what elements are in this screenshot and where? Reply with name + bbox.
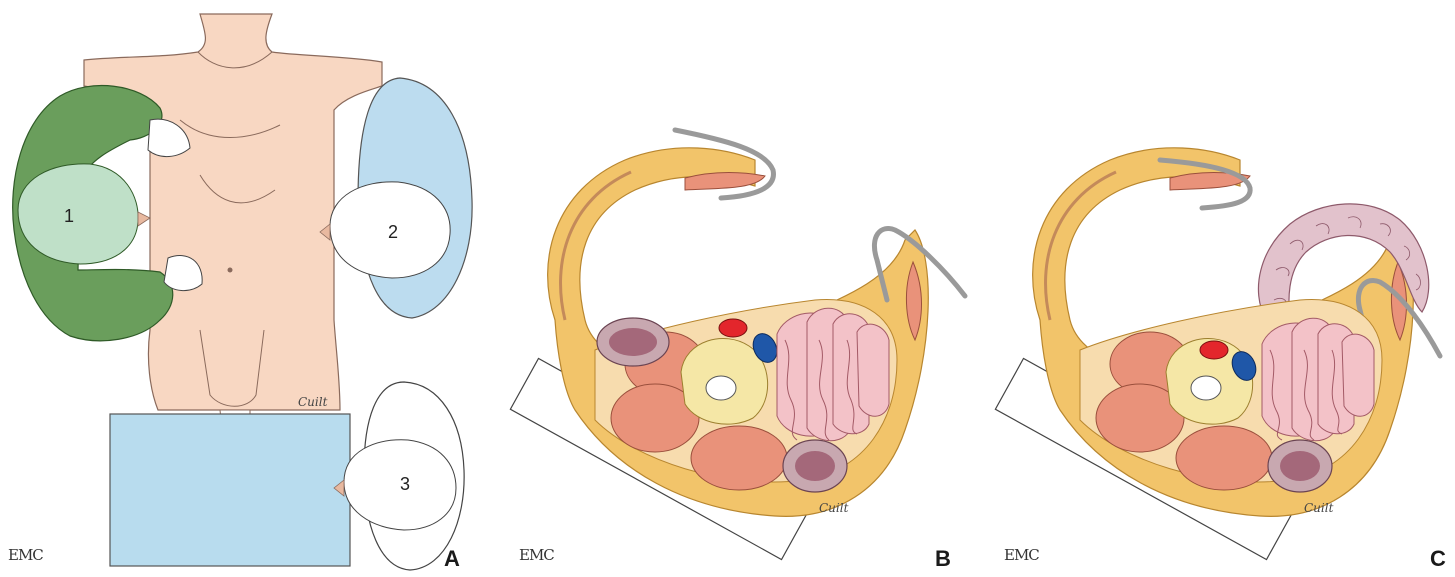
emc-logo: EMC <box>1004 546 1039 564</box>
artist-signature: Cuilt <box>298 395 328 409</box>
operating-table <box>110 414 350 566</box>
aorta <box>719 319 747 337</box>
panel-c-cross-section: Cuilt EMC C <box>970 0 1455 577</box>
paraspinal-muscle-right <box>1176 426 1272 490</box>
artist-signature: Cuilt <box>819 501 849 515</box>
position-label-3: 3 <box>400 474 410 494</box>
emc-logo: EMC <box>8 546 43 564</box>
panel-letter-a: A <box>444 546 460 571</box>
panel-a-illustration: 1 2 3 Cuilt EMC A <box>0 0 485 577</box>
panel-a-patient-positioning: 1 2 3 Cuilt EMC A <box>0 0 485 577</box>
artist-signature: Cuilt <box>1304 501 1334 515</box>
aorta <box>1200 341 1228 359</box>
emc-logo: EMC <box>519 546 554 564</box>
panel-letter-b: B <box>935 546 951 571</box>
position-label-2: 2 <box>388 222 398 242</box>
position-label-1: 1 <box>64 206 74 226</box>
panel-b-cross-section: Cuilt EMC B <box>485 0 970 577</box>
panel-b-illustration: Cuilt EMC B <box>485 0 970 577</box>
patient-legs <box>200 330 264 406</box>
paraspinal-muscle-right <box>691 426 787 490</box>
operator-1-head <box>18 164 138 264</box>
panel-letter-c: C <box>1430 546 1446 571</box>
panel-c-illustration: Cuilt EMC C <box>970 0 1455 577</box>
